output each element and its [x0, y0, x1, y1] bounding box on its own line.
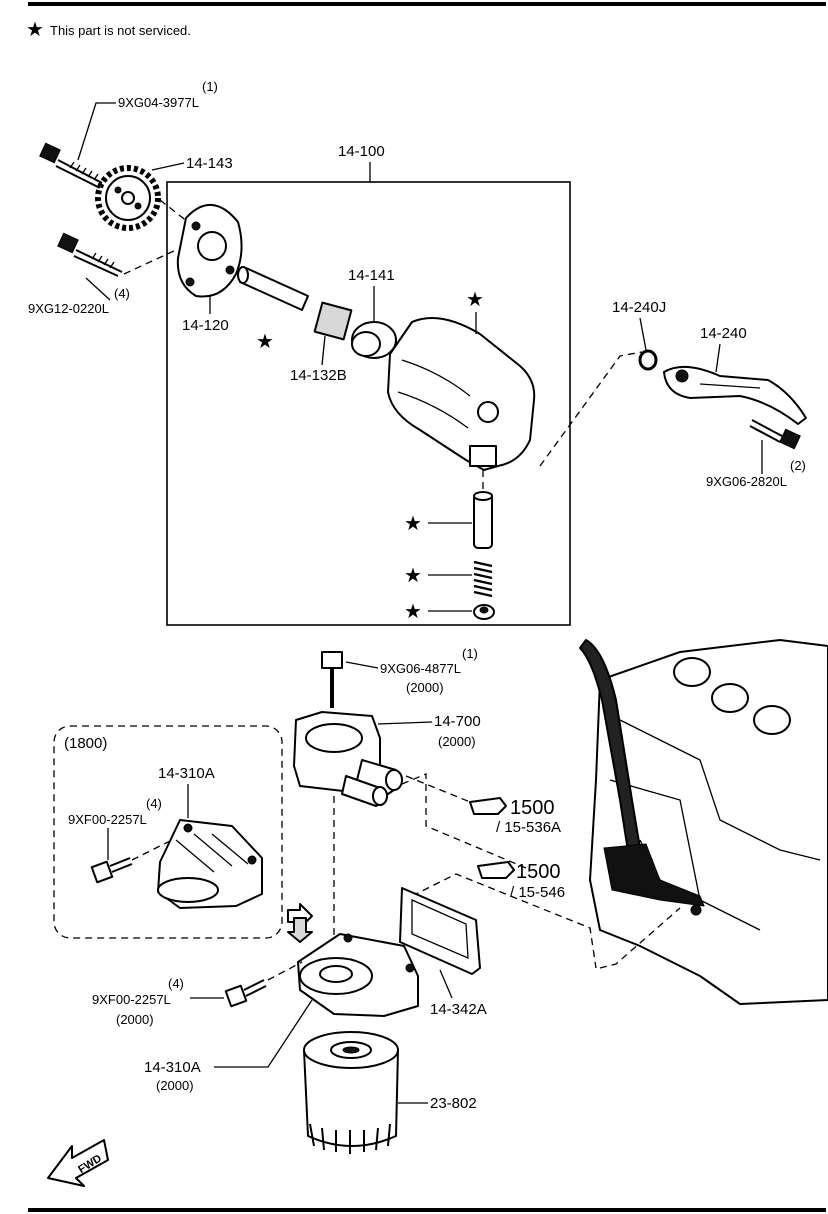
inner-rotor-icon	[313, 301, 353, 341]
cooler-bolt-code: 9XG06-4877L	[380, 661, 461, 676]
group-1800-box	[53, 725, 283, 939]
callout-filter-body-1800: 14-310A	[158, 765, 215, 782]
strainer-bolt-code: 9XG06-2820L	[706, 474, 787, 489]
bolt-1800-qty: (4)	[146, 796, 162, 811]
strainer-gasket-icon	[638, 349, 658, 371]
swap-arrows-icon	[287, 903, 313, 943]
ref-2-num: 1500	[516, 861, 561, 883]
ref-2-page: / 15-546	[510, 884, 565, 901]
bolt-2000-icon	[224, 979, 267, 1008]
bolt-left-qty: (4)	[114, 286, 130, 301]
cooler-bolt-variant: (2000)	[406, 680, 444, 695]
filter-body-1800-icon	[157, 819, 263, 909]
relief-plug-icon	[473, 604, 495, 620]
bolt-2000-variant: (2000)	[116, 1012, 154, 1027]
pump-body-icon	[387, 317, 536, 471]
callout-body-gasket: 14-342A	[430, 1001, 487, 1018]
callout-inner-rotor: 14-132B	[290, 367, 347, 384]
note-text: This part is not serviced.	[50, 23, 191, 38]
callout-oil-cooler: 14-700	[434, 713, 481, 730]
body-gasket-icon	[399, 887, 481, 975]
callout-strainer: 14-240	[700, 325, 747, 342]
note-star-symbol: ★	[26, 19, 44, 41]
pump-cover-icon	[176, 203, 243, 298]
strainer-bolt-icon	[749, 419, 801, 450]
cooler-bolt-icon	[321, 651, 343, 708]
ref-1-page: / 15-536A	[496, 819, 561, 836]
bolt-2000-code: 9XF00-2257L	[92, 992, 171, 1007]
outer-rotor-icon	[351, 321, 397, 359]
callout-oil-filter: 23-802	[430, 1095, 477, 1112]
pump-assembly-box	[166, 181, 571, 626]
oil-filter-icon	[303, 1031, 399, 1154]
oil-strainer-icon	[663, 365, 807, 425]
cooler-bolt-qty: (1)	[462, 646, 478, 661]
bolt-top-qty: (1)	[202, 79, 218, 94]
star-pump-body: ★	[466, 289, 484, 311]
bolt-2000-qty: (4)	[168, 976, 184, 991]
strainer-bolt-qty: (2)	[790, 458, 806, 473]
bolt-top-icon	[39, 142, 105, 189]
bolt-1800-icon	[90, 857, 133, 884]
star-plug: ★	[404, 601, 422, 623]
bolt-1800-code: 9XF00-2257L	[68, 812, 147, 827]
callout-filter-body-2000: 14-310A	[144, 1059, 201, 1076]
callout-sprocket: 14-143	[186, 155, 233, 172]
star-plunger: ★	[404, 513, 422, 535]
callout-outer-rotor: 14-141	[348, 267, 395, 284]
relief-spring-icon	[473, 560, 493, 598]
star-shaft: ★	[256, 331, 274, 353]
bolt-left-code: 9XG12-0220L	[28, 301, 109, 316]
sprocket-icon	[95, 165, 161, 231]
callout-gasket: 14-240J	[612, 299, 666, 316]
callout-pump-assy: 14-100	[338, 143, 385, 160]
bolt-top-code: 9XG04-3977L	[118, 95, 199, 110]
group-1800-label: (1800)	[64, 735, 107, 752]
star-spring: ★	[404, 565, 422, 587]
callout-cover: 14-120	[182, 317, 229, 334]
engine-block-icon	[579, 639, 828, 1005]
ref-1-num: 1500	[510, 797, 555, 819]
filter-body-2000-icon	[297, 933, 419, 1017]
oil-cooler-icon	[293, 711, 403, 807]
fwd-arrow-icon	[47, 1139, 109, 1187]
pump-shaft-icon	[237, 266, 309, 311]
bolt-left-icon	[57, 232, 123, 277]
callout-oil-cooler-variant: (2000)	[438, 734, 476, 749]
callout-filter-body-2000-variant: (2000)	[156, 1078, 194, 1093]
ref-hand-1-icon	[469, 797, 507, 815]
ref-hand-2-icon	[477, 861, 515, 879]
relief-plunger-icon	[473, 491, 493, 549]
